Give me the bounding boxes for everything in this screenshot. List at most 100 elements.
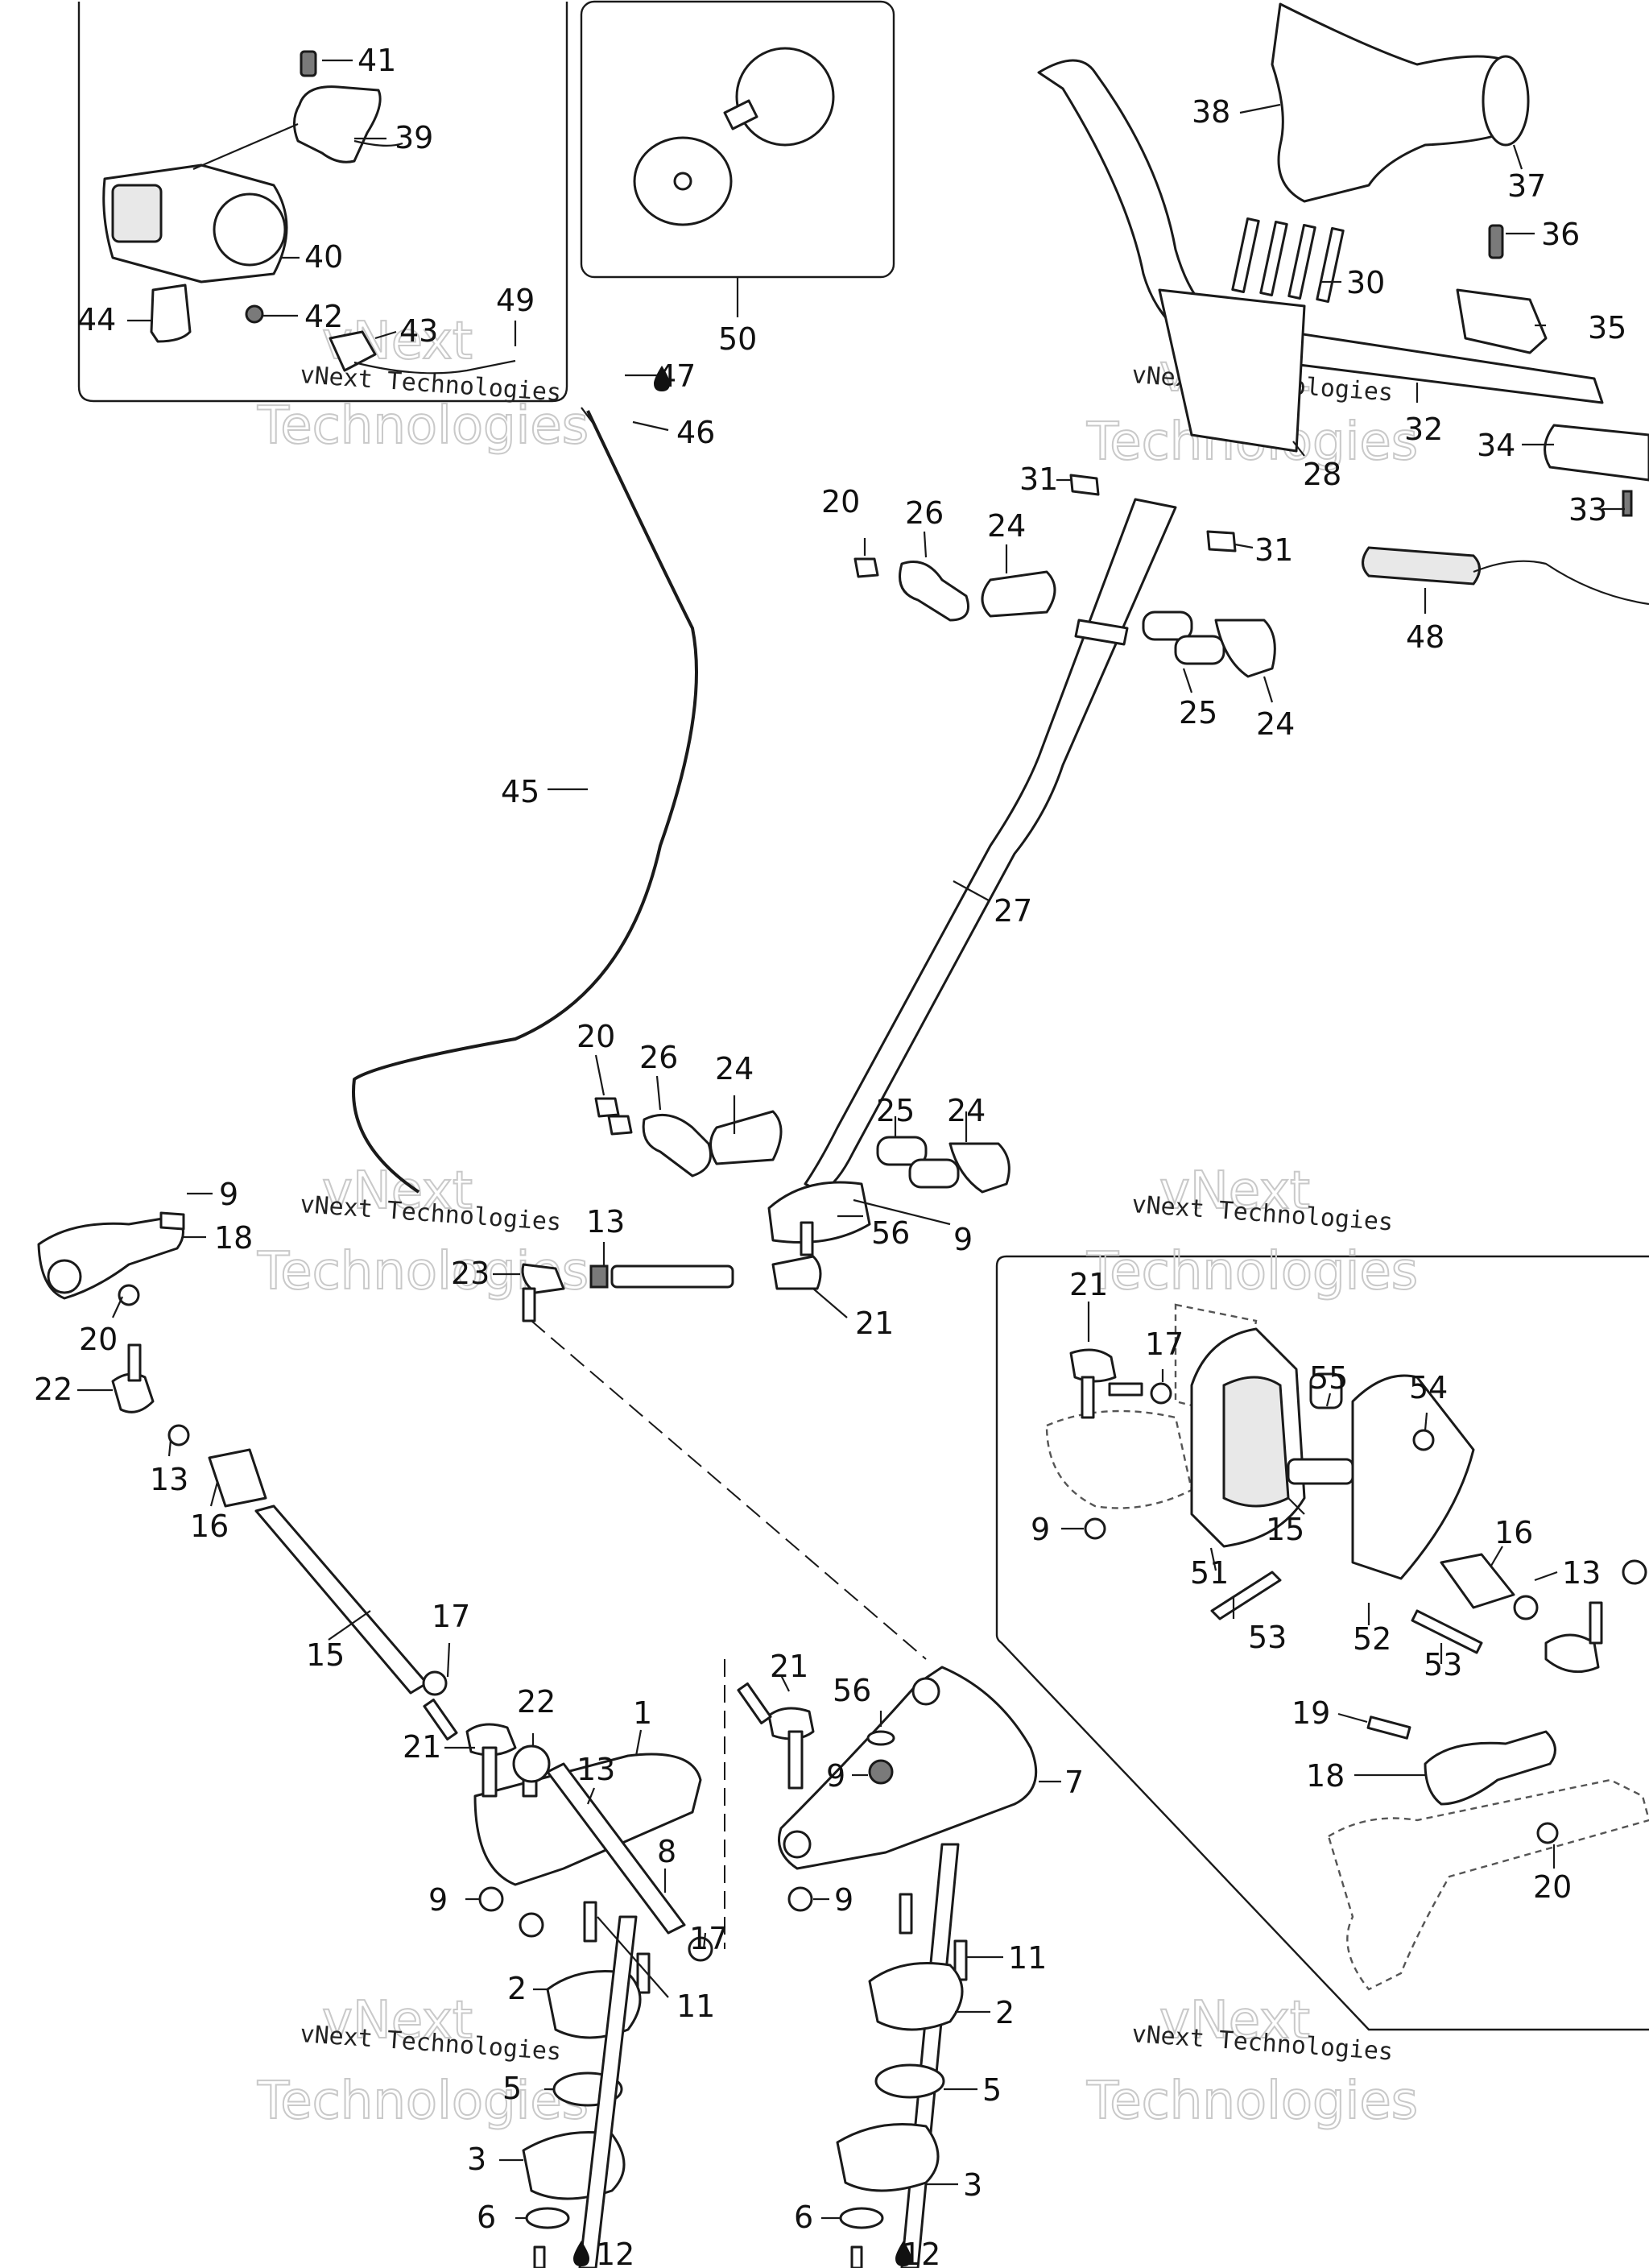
riser-clamp	[1158, 288, 1306, 453]
callout-number: 52	[1353, 1621, 1391, 1657]
callout-number: 9	[826, 1758, 845, 1794]
washer	[1412, 1429, 1435, 1451]
spacer	[908, 1158, 960, 1189]
callout-number: 12	[596, 2237, 634, 2268]
set-screw	[245, 304, 264, 324]
callout-number: 15	[1266, 1512, 1304, 1547]
callout-number: 8	[657, 1834, 676, 1869]
callout-number: 20	[821, 484, 860, 519]
leader-line	[953, 880, 990, 901]
spacer	[1142, 610, 1193, 641]
callout-number: 27	[994, 893, 1032, 929]
callout-number: 39	[395, 120, 433, 155]
horn-bulb	[735, 47, 835, 147]
bearing-flange	[836, 2123, 940, 2192]
kill-switch	[329, 330, 377, 372]
rod-end	[771, 1255, 822, 1290]
column-upper-bushing	[1074, 619, 1129, 646]
leader-line	[1534, 1571, 1558, 1582]
threaded-stud	[1108, 1382, 1143, 1397]
nut	[167, 1424, 190, 1446]
callout-number: 46	[676, 415, 715, 450]
callout-number: 17	[1145, 1326, 1184, 1362]
leader-line	[1325, 1393, 1332, 1407]
callout-number: 20	[1533, 1869, 1572, 1905]
inset-frame-switch-housing	[77, 2, 568, 403]
tie-rod-threaded-end	[208, 1448, 267, 1508]
rod-end	[465, 1723, 517, 1757]
callout-number: 26	[639, 1040, 678, 1075]
callout-number: 53	[1248, 1620, 1287, 1655]
grip	[1544, 424, 1649, 482]
callout-number: 42	[304, 299, 343, 334]
callout-number: 21	[1069, 1267, 1108, 1302]
bolt	[583, 1901, 597, 1943]
cable-fitting	[581, 407, 597, 428]
watermark-large: Technologies	[1086, 2071, 1418, 2131]
callout-number: 19	[1292, 1695, 1330, 1731]
callout-number: 55	[1309, 1360, 1348, 1396]
housing-bore	[213, 192, 287, 267]
washer	[839, 2207, 884, 2229]
arm-bore	[911, 1677, 940, 1706]
horn-bell-throat	[673, 172, 692, 191]
rod-end	[709, 1110, 783, 1165]
threaded-stud	[800, 1221, 814, 1256]
leader-line	[1292, 441, 1305, 457]
callout-number: 9	[428, 1882, 448, 1918]
watermark-large: Technologies	[257, 396, 589, 456]
assembly-line	[531, 1320, 927, 1660]
callout-number: 2	[995, 1995, 1015, 2030]
frame-ghost-outline	[1045, 1409, 1193, 1509]
switch-wire	[353, 359, 516, 375]
leader-line	[586, 1787, 596, 1805]
leader-line	[1512, 144, 1523, 170]
steering-shaft	[578, 1915, 638, 2268]
callout-number: 16	[190, 1509, 229, 1544]
arm-bore	[47, 1259, 82, 1294]
nut	[519, 1912, 544, 1938]
bolt	[481, 1746, 498, 1798]
bearing	[874, 2063, 945, 2099]
lever-wire	[353, 139, 403, 147]
lower-linkage	[594, 1097, 1010, 1244]
leader-line	[1287, 1497, 1305, 1515]
callout-number: 20	[577, 1019, 615, 1054]
leader-line	[1263, 676, 1274, 703]
callout-number: 24	[987, 508, 1026, 544]
threaded-stud	[1589, 1601, 1603, 1645]
lower-left-steering-components	[423, 1699, 713, 2268]
nut	[787, 1886, 813, 1912]
callout-number: 13	[586, 1204, 625, 1240]
oil-drop-icon	[654, 366, 670, 391]
jam-nut	[589, 1264, 609, 1289]
leader-line	[853, 1198, 951, 1226]
nut	[1069, 474, 1100, 496]
watermark-large: vNext	[322, 1161, 473, 1221]
leader-line	[594, 1054, 605, 1096]
heated-grip-wire	[1473, 560, 1649, 606]
leader-line	[1182, 668, 1193, 693]
lower-right-steering-components	[724, 1659, 1038, 2268]
callout-number: 13	[150, 1462, 188, 1497]
callout-number: 31	[1254, 532, 1293, 568]
nut	[478, 1886, 504, 1912]
nut	[594, 1097, 620, 1118]
nut	[159, 1211, 185, 1231]
watermark-large: Technologies	[257, 2071, 589, 2131]
leader-line	[634, 1729, 643, 1757]
callout-number: 17	[689, 1921, 728, 1956]
callout-number: 16	[1494, 1515, 1533, 1550]
watermark-large: Technologies	[1086, 1242, 1418, 1302]
lever-to-housing-line	[192, 122, 299, 171]
throttle-cable	[352, 410, 698, 1194]
rod-end	[1214, 619, 1276, 678]
bolt	[899, 1893, 913, 1935]
spacer	[1309, 1372, 1343, 1409]
frame-ghost-outline	[1327, 1778, 1649, 1991]
leader-line	[1337, 1712, 1368, 1724]
ball-joint	[512, 1744, 551, 1783]
watermark-large-group: Technologies Technologies Technologies T…	[256, 311, 1419, 2132]
leader-line	[655, 1075, 662, 1111]
callout-number: 31	[1019, 461, 1058, 497]
